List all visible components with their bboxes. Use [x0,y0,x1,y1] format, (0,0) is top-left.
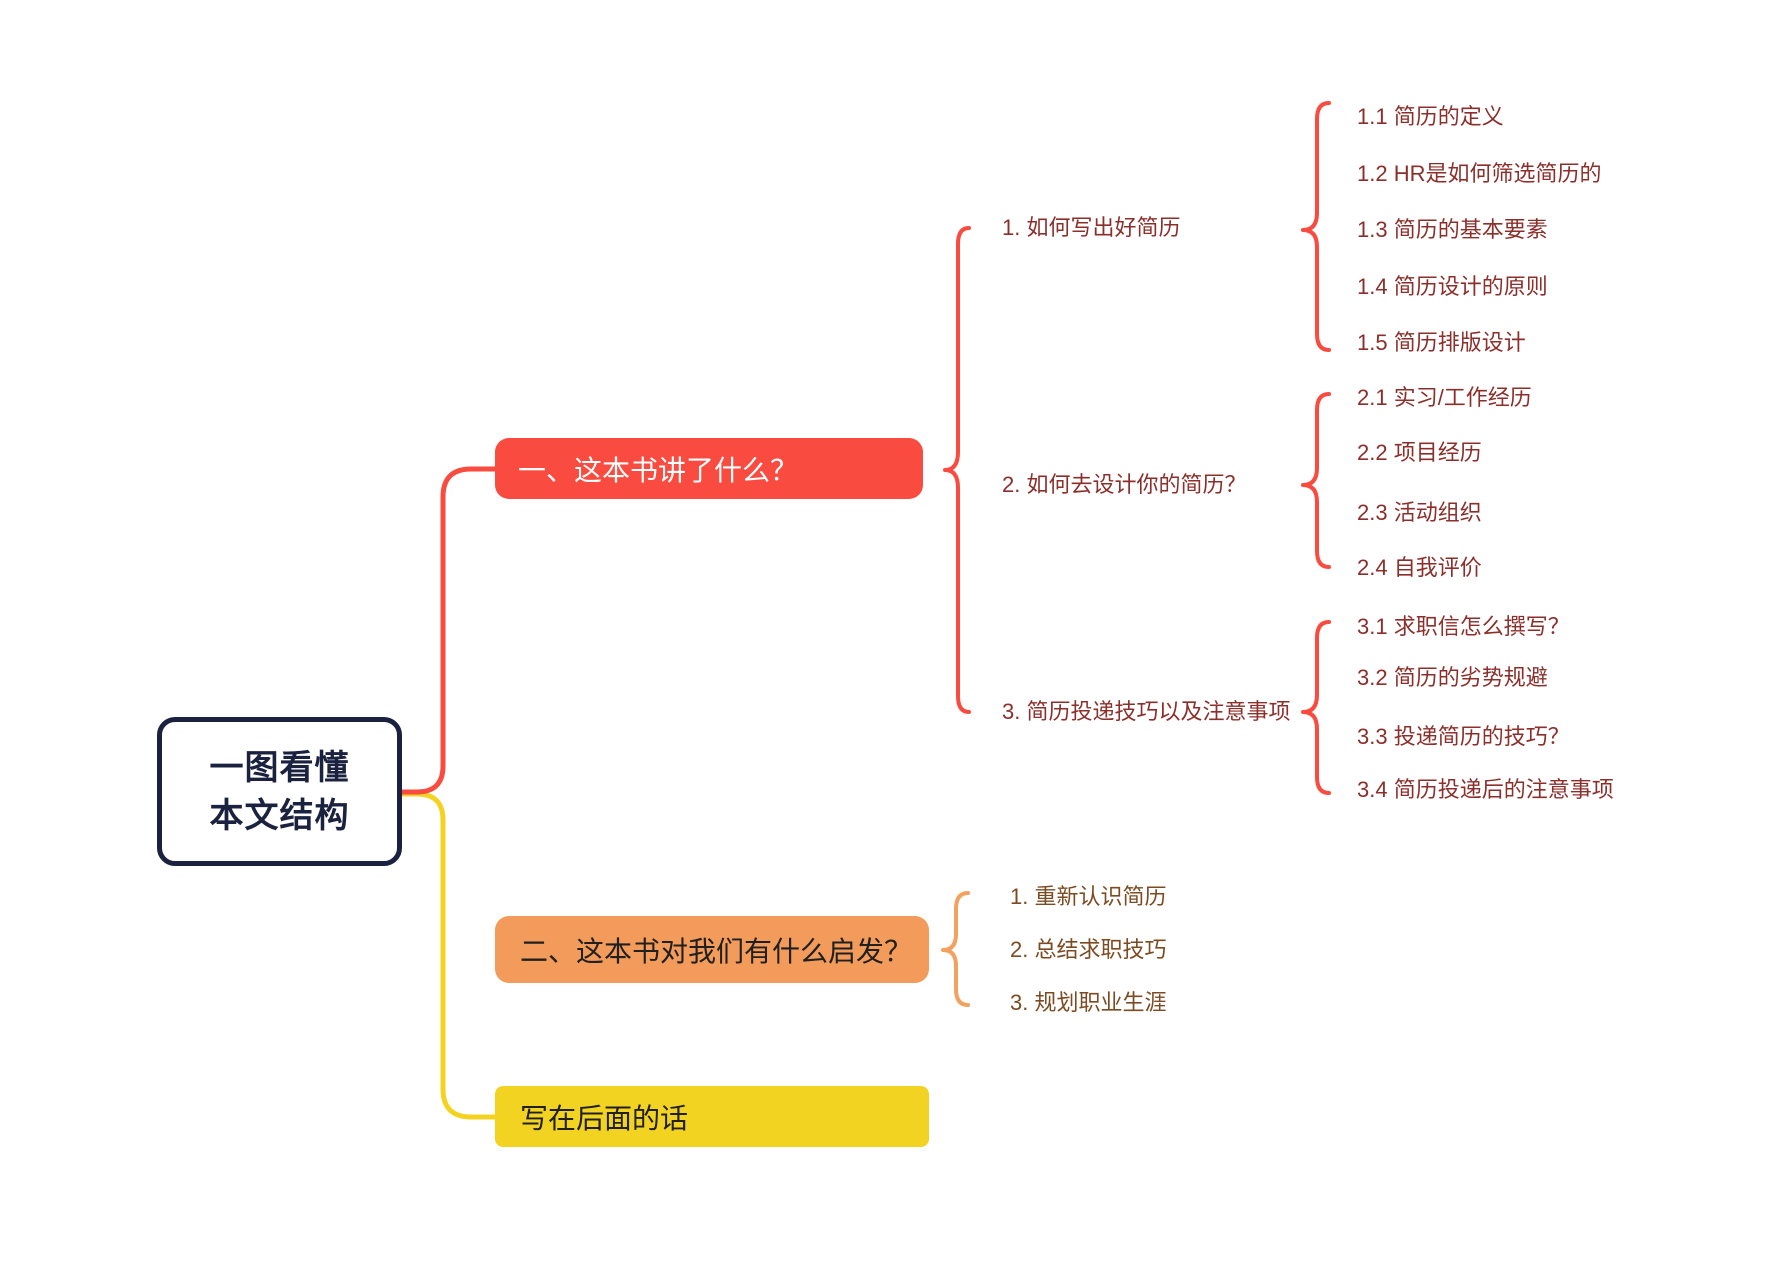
branch2-child-2: 2. 总结求职技巧 [1010,937,1167,962]
brace-branch2-children [941,891,970,1007]
root-title-line1: 一图看懂 [209,748,350,787]
leaf-item-2-1: 2.1 实习/工作经历 [1357,385,1532,410]
branch2-child-3: 3. 规划职业生涯 [1010,990,1167,1015]
leaf-item-3-1: 3.1 求职信怎么撰写？ [1357,614,1570,639]
branch1-node: 一、这本书讲了什么？ [495,438,923,499]
leaf-item-1-5: 1.5 简历排版设计 [1357,330,1526,355]
section3-label: 3. 简历投递技巧以及注意事项 [1002,699,1291,724]
leaf-item-3-2: 3.2 简历的劣势规避 [1357,665,1548,690]
section1-label: 1. 如何写出好简历 [1002,215,1181,240]
leaf-item-2-4: 2.4 自我评价 [1357,555,1482,580]
brace-section3-items [1301,620,1331,795]
leaf-item-1-3: 1.3 简历的基本要素 [1357,217,1548,242]
leaf-item-2-3: 2.3 活动组织 [1357,500,1482,525]
leaf-item-1-4: 1.4 简历设计的原则 [1357,274,1548,299]
branch2-node: 二、这本书对我们有什么启发？ [495,916,929,983]
leaf-item-1-1: 1.1 简历的定义 [1357,104,1504,129]
connector-branch1 [396,466,499,795]
connector-branch3 [396,791,500,1120]
leaf-item-2-2: 2.2 项目经历 [1357,440,1482,465]
brace-section1-items [1301,101,1331,352]
leaf-item-1-2: 1.2 HR是如何筛选简历的 [1357,161,1602,186]
branch2-child-1: 1. 重新认识简历 [1010,884,1167,909]
brace-branch1-children [943,226,971,714]
branch3-node: 写在后面的话 [495,1086,929,1147]
section2-label: 2. 如何去设计你的简历？ [1002,472,1247,497]
root-title-line2: 本文结构 [209,796,350,835]
brace-section2-items [1301,392,1331,569]
leaf-item-3-3: 3.3 投递简历的技巧？ [1357,724,1570,749]
leaf-item-3-4: 3.4 简历投递后的注意事项 [1357,777,1614,802]
root-node: 一图看懂 本文结构 [157,717,402,866]
